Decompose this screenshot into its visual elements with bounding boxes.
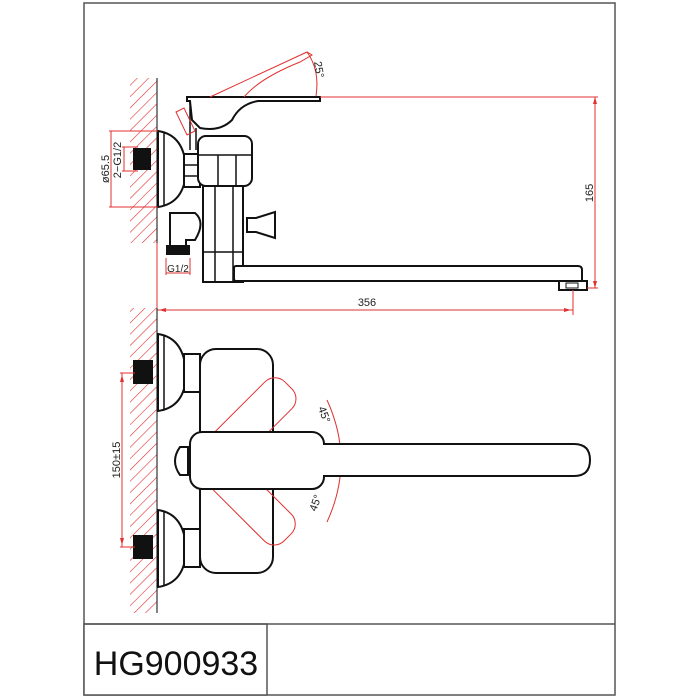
upper-inlet-flange — [157, 332, 188, 413]
lower-inlet-flange — [157, 508, 188, 589]
inlet-thread-label: 2−G1/2 — [112, 142, 124, 178]
flange-diameter-label: ø65.5 — [100, 155, 112, 183]
shower-outlet — [169, 212, 202, 249]
wall-flange — [157, 129, 188, 209]
lever-angle-label: 25° — [311, 60, 326, 78]
diverter-knob — [246, 210, 276, 240]
inlet-thread — [133, 148, 151, 170]
mixer-body-lower — [202, 185, 244, 283]
side-view: 165 356 25° ø65.5 2−G1/2 G1/2 — [100, 51, 598, 315]
diverter-knob-top — [174, 446, 189, 476]
mixer-body-upper — [197, 135, 253, 187]
spout-top — [323, 443, 592, 477]
title-block: HG900933 — [83, 623, 615, 696]
top-view: 45° 45° 150±15 — [111, 308, 592, 613]
model-code: HG900933 — [94, 645, 258, 683]
spout-length-dimension-label: 356 — [358, 297, 376, 309]
lever-handle-top — [189, 431, 325, 490]
lever-angle-down-label: 45° — [308, 493, 325, 513]
lever-handle — [186, 96, 321, 130]
drawing-frame — [83, 2, 616, 696]
shower-outlet-thread — [166, 245, 190, 255]
wall-hatch-lower — [130, 308, 157, 613]
outlet-thread-label: G1/2 — [167, 264, 189, 275]
inlet-spacing-label: 150±15 — [111, 442, 123, 479]
height-dimension-label: 165 — [584, 184, 596, 202]
lever-raised-outline — [209, 51, 313, 98]
spout — [233, 265, 583, 282]
lever-angle-up-label: 45° — [315, 405, 332, 425]
